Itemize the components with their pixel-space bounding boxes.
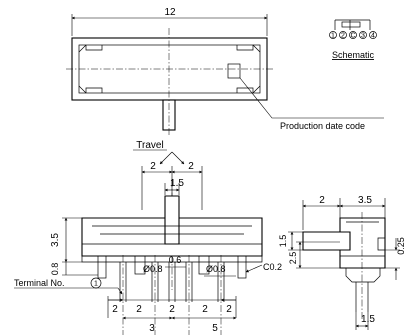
pin-pitch-label: 0.6 (169, 255, 182, 265)
schematic-pin-label: 2 (341, 33, 345, 40)
front-view-actuator (164, 195, 180, 245)
bottom-seg-label: 2 (136, 304, 142, 315)
bottom-seg-label: 2 (202, 304, 208, 315)
schematic-pin-3 (359, 31, 367, 39)
pin-dia-right-label: Ø0.8 (206, 264, 226, 274)
pin-dia-left-label: Ø0.8 (143, 264, 163, 274)
bottom-seg-label: 2 (112, 304, 118, 315)
schematic-label: Schematic (332, 50, 375, 60)
actuator-width-label: 1.5 (170, 178, 184, 189)
travel-label: Travel (136, 140, 163, 151)
side-view: 2 3.5 1.5 2.5 0.25 1.5 (278, 195, 406, 330)
terminal-pin (151, 262, 159, 302)
travel-left-label: 2 (150, 161, 156, 172)
terminal-pin (119, 262, 127, 302)
terminal-pin (168, 262, 176, 302)
schematic-pin-4 (369, 31, 377, 39)
schematic-pin-label: 4 (371, 33, 375, 40)
terminal-pin (217, 262, 225, 302)
side-view-actuator (302, 231, 351, 251)
side-pin-width-label: 1.5 (361, 314, 375, 325)
schematic-pin-2 (339, 31, 347, 39)
bottom-total-right-label: 5 (212, 323, 218, 334)
production-date-code-mark (227, 63, 241, 79)
chamfer-label: C0.2 (263, 262, 282, 272)
bottom-seg-label: 2 (226, 304, 232, 315)
terminal-pin (185, 262, 193, 302)
side-width-left-label: 2 (319, 195, 325, 206)
bottom-seg-label: 2 (169, 304, 175, 315)
schematic-pin-label: C (350, 33, 355, 40)
terminal-no-label: Terminal No. (14, 278, 65, 288)
side-thickness-label: 0.25 (396, 237, 406, 255)
schematic-pin-label: 3 (361, 33, 365, 40)
schematic-pin-c (349, 31, 357, 39)
side-width-right-label: 3.5 (358, 195, 372, 206)
production-date-code-leader (239, 77, 384, 119)
side-actuator-height-label: 1.5 (278, 235, 288, 248)
production-date-code-label: Production date code (280, 121, 365, 131)
side-body-height-label: 2.5 (288, 252, 298, 265)
travel-right-label: 2 (188, 161, 194, 172)
base-height-label: 0.8 (50, 263, 60, 276)
front-view-lug-left (97, 255, 107, 279)
terminal-no-mark: 1 (94, 281, 98, 288)
front-view-lug-right (237, 255, 247, 279)
travel-indicator: Travel (133, 140, 185, 165)
schematic: 1 2 C 3 4 Schematic (329, 19, 377, 60)
top-width-label: 12 (164, 7, 176, 18)
schematic-pin-1 (329, 31, 337, 39)
top-view: 12 Production date code (66, 7, 384, 135)
front-view: 2 2 1.5 3.5 0.8 Ø0.8 0.6 Ø0.8 C0. (14, 161, 282, 335)
bottom-total-left-label: 3 (149, 323, 155, 334)
schematic-pin-label: 1 (331, 33, 335, 40)
height-total-label: 3.5 (50, 233, 61, 247)
